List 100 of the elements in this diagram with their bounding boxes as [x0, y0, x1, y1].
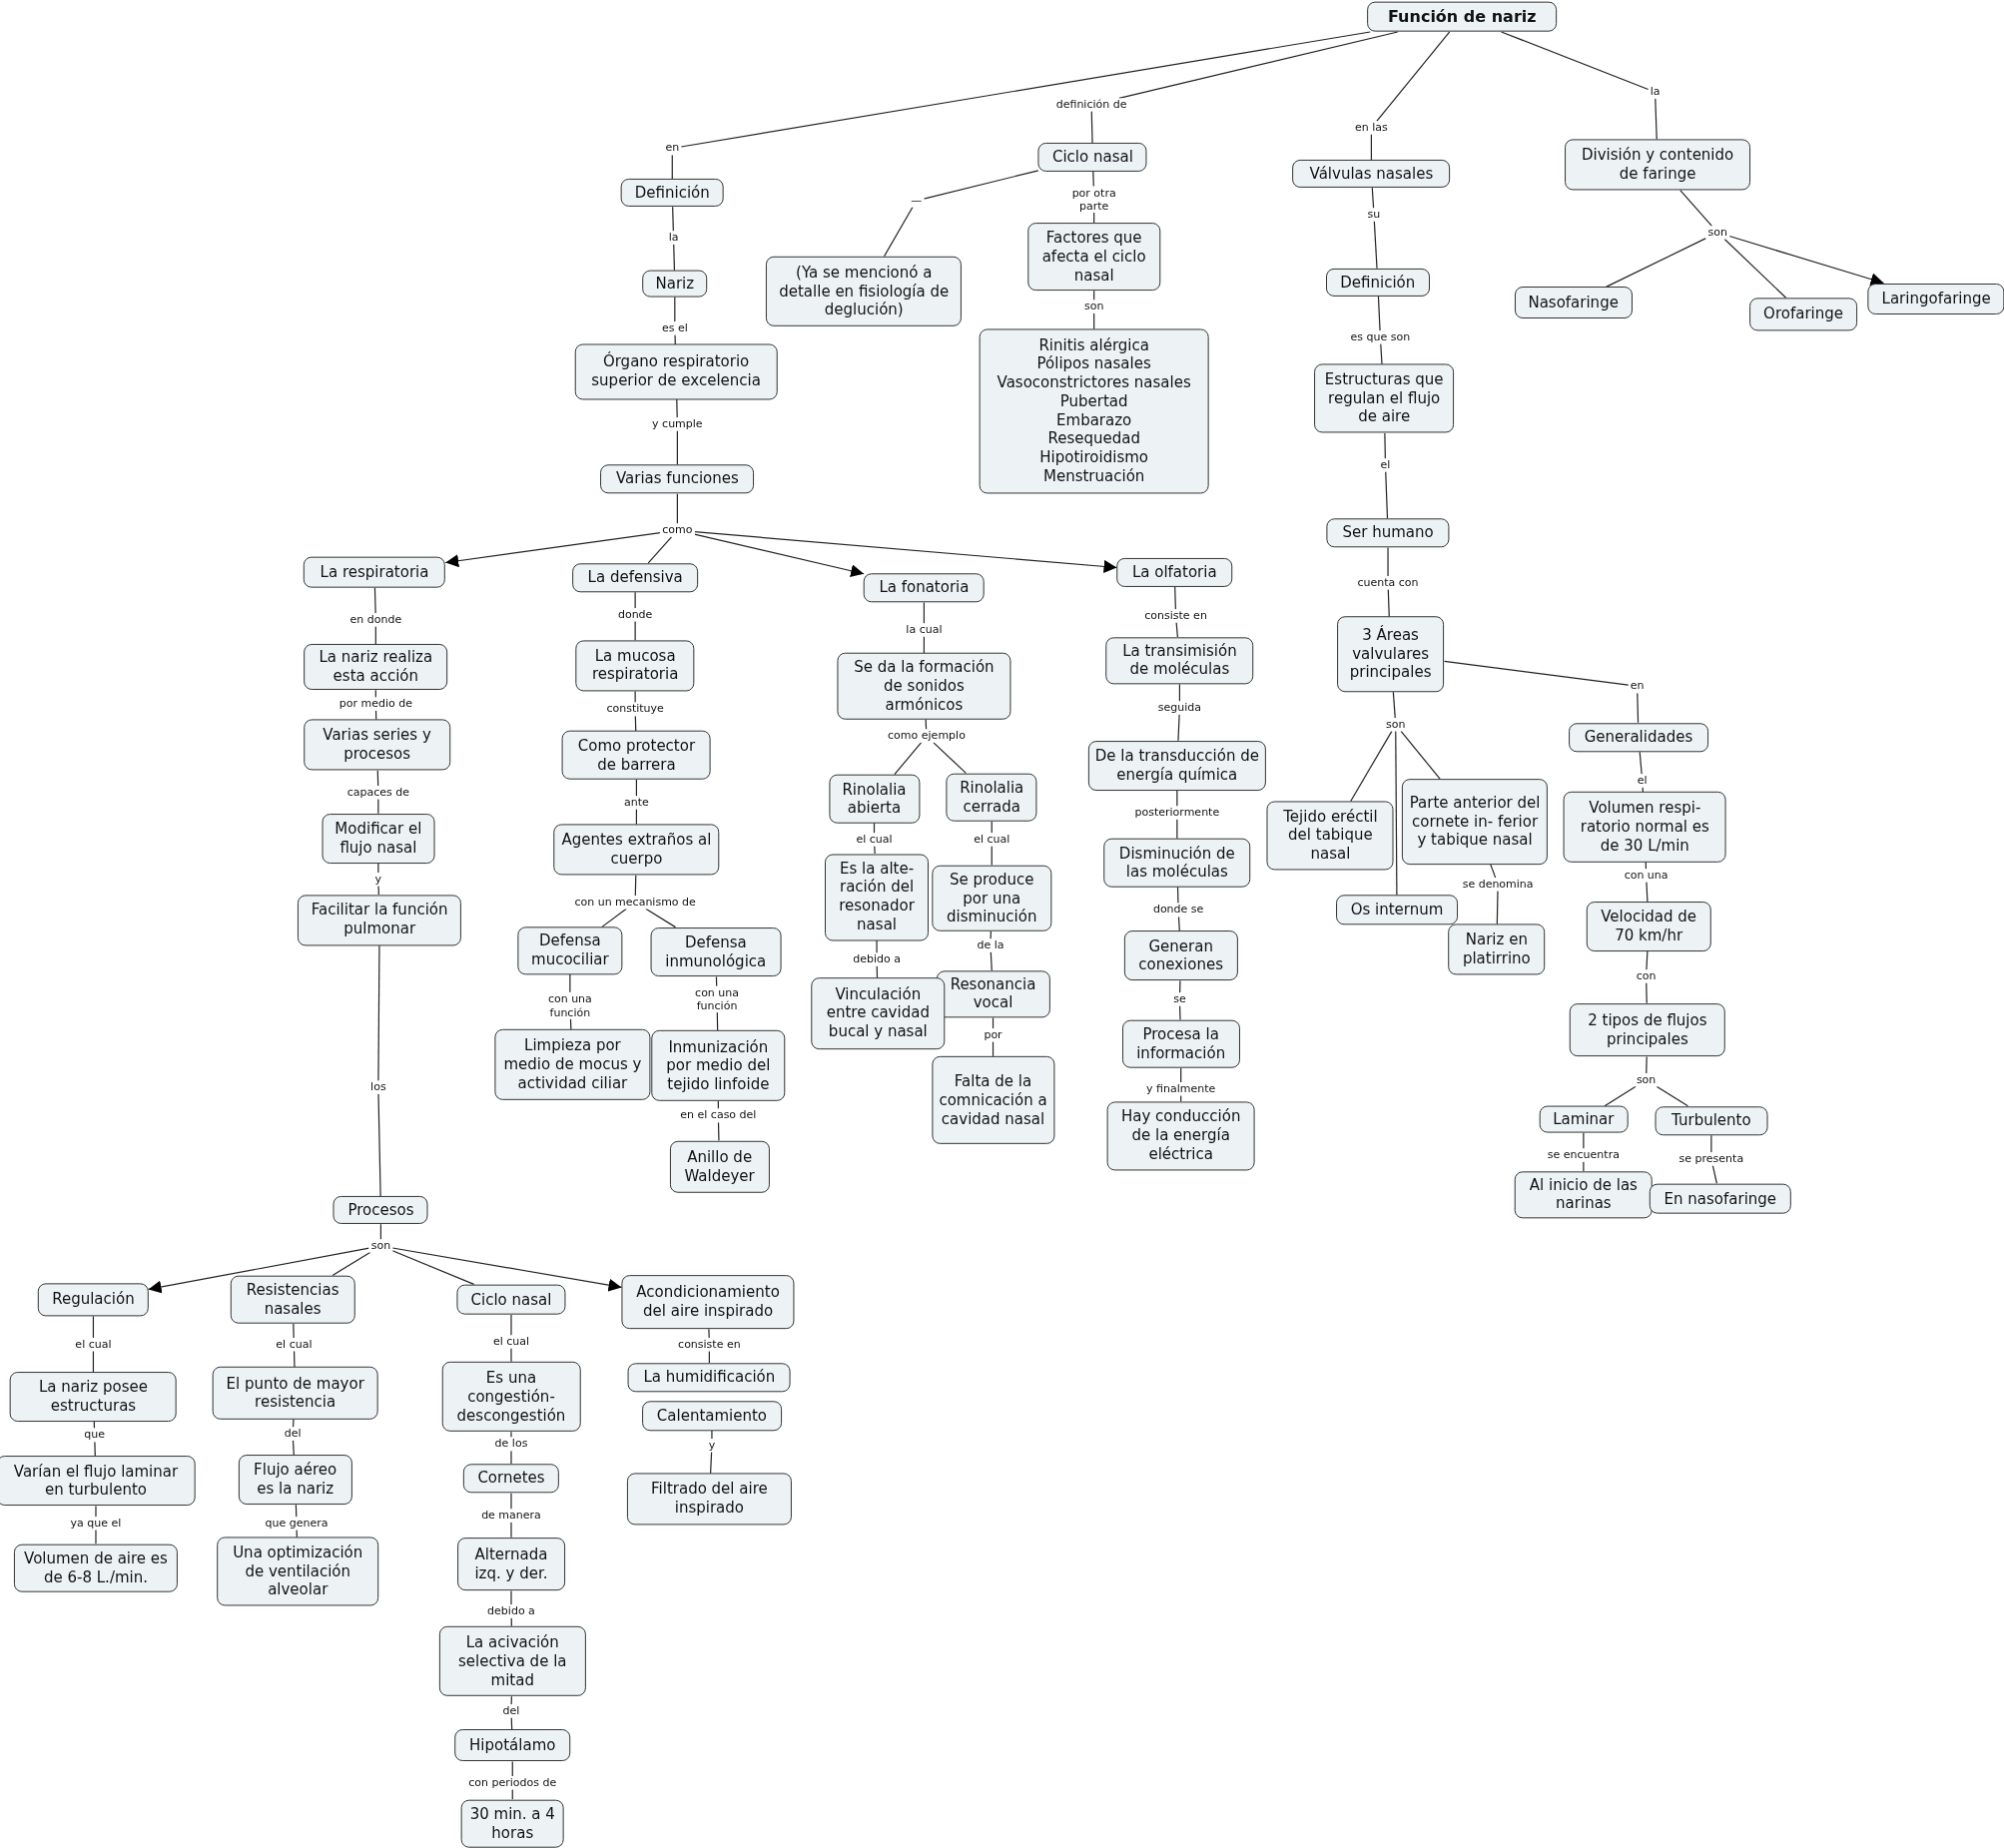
- connector-line: [379, 1223, 382, 1240]
- concept-label: La olfatoria: [1131, 563, 1217, 582]
- linking-phrase: la cual: [904, 623, 945, 637]
- connector-line: [1179, 1004, 1181, 1020]
- connector-line: [711, 1430, 713, 1440]
- concept-box: [1336, 895, 1458, 925]
- connector-line: [1639, 751, 1643, 776]
- linking-phrase: del: [282, 1427, 304, 1441]
- concept-label: Definición: [1340, 273, 1416, 293]
- concept-box: [1367, 1, 1558, 32]
- connector-line: [601, 908, 627, 928]
- linking-phrase: que genera: [263, 1517, 331, 1531]
- connector-line: [510, 1450, 512, 1465]
- connector-line: [1656, 1085, 1688, 1107]
- connector-line: [92, 1350, 95, 1373]
- concept-label: Acondicionamiento del aire inspirado: [635, 1283, 781, 1322]
- connector-line: [923, 170, 1039, 200]
- concept-label: La defensiva: [587, 568, 683, 587]
- connector-line: [1604, 1085, 1637, 1107]
- concept-box: [837, 653, 1010, 720]
- concept-label: De la transducción de energía química: [1093, 746, 1260, 785]
- concept-box: [931, 1055, 1055, 1145]
- concept-label: Varían el flujo laminar en turbulento: [12, 1462, 180, 1501]
- concept-box: [460, 1799, 564, 1848]
- connector-line: [373, 587, 376, 614]
- connector-line: [676, 429, 678, 465]
- connector-line: [1371, 187, 1375, 210]
- concept-box: [1569, 722, 1708, 753]
- linking-phrase: es que son: [1348, 330, 1413, 344]
- concept-label: Hay conducción de la energía eléctrica: [1120, 1107, 1242, 1164]
- concept-label: La fonatoria: [879, 578, 970, 598]
- connector-line: [1395, 730, 1398, 897]
- concept-box: [627, 1473, 792, 1525]
- connector-line: [716, 1011, 719, 1031]
- connector-line: [873, 822, 876, 834]
- concept-box: [1292, 160, 1451, 189]
- connector-line: [391, 1250, 475, 1285]
- concept-label: Se produce por una disminución: [946, 870, 1038, 926]
- concept-box: [322, 813, 435, 864]
- concept-box: [441, 1361, 581, 1433]
- concept-label: Varias series y procesos: [322, 726, 432, 764]
- connector-line: [1175, 621, 1178, 638]
- linking-phrase: su: [1365, 208, 1383, 222]
- linking-phrase: son: [368, 1239, 393, 1253]
- linking-phrase: ya que el: [68, 1517, 124, 1531]
- connector-line: [1583, 1161, 1585, 1172]
- arrow: [693, 531, 1118, 573]
- connector-line: [1180, 1094, 1182, 1102]
- concept-box: [457, 1537, 565, 1591]
- linking-phrase: definición de: [1053, 98, 1129, 112]
- concept-box: [825, 854, 930, 941]
- connector-line: [634, 875, 637, 897]
- connector-line: [376, 770, 379, 787]
- concept-label: Flujo aéreo es la nariz: [253, 1461, 338, 1499]
- concept-box: [1448, 924, 1546, 975]
- concept-box: [946, 773, 1037, 822]
- linking-phrase: el: [1635, 774, 1650, 788]
- linking-phrase: con un mecanismo de: [572, 896, 698, 910]
- linking-phrase: consiste en: [1142, 609, 1209, 623]
- linking-phrase: los: [368, 1080, 388, 1094]
- connector-line: [874, 845, 876, 855]
- concept-label: Laringofaringe: [1881, 290, 1991, 308]
- connector-line: [674, 296, 676, 322]
- connector-line: [1177, 714, 1180, 742]
- linking-phrase: como ejemplo: [886, 729, 968, 743]
- concept-box: [494, 1029, 650, 1100]
- connector-line: [1179, 979, 1181, 993]
- concept-label: Generalidades: [1584, 728, 1693, 747]
- concept-label: Calentamiento: [656, 1406, 768, 1426]
- connector-line: [1376, 31, 1451, 122]
- connector-line: [1180, 1067, 1182, 1083]
- concept-label: Filtrado del aire inspirado: [650, 1480, 769, 1519]
- concept-box: [1266, 801, 1394, 871]
- connector-line: [990, 951, 993, 971]
- connector-line: [710, 1451, 713, 1475]
- concept-box: [1649, 1183, 1792, 1214]
- concept-label: Rinolalia abierta: [841, 780, 908, 818]
- concept-box: [462, 1464, 560, 1494]
- concept-box: [811, 977, 946, 1049]
- connector-line: [1090, 110, 1093, 144]
- connector-line: [634, 620, 636, 641]
- connector-line: [1605, 238, 1707, 288]
- concept-label: Tejido eréctil del tabique nasal: [1282, 807, 1379, 865]
- connector-line: [992, 1016, 995, 1029]
- concept-box: [553, 824, 720, 876]
- concept-label: Al inicio de las narinas: [1528, 1176, 1639, 1214]
- concept-box: [0, 1456, 196, 1507]
- connector-line: [1637, 692, 1640, 724]
- connector-line: [510, 1522, 512, 1539]
- connector-line: [676, 493, 678, 525]
- concept-label: Inmunización por medio del tejido linfoide: [665, 1037, 772, 1094]
- connector-line: [1400, 730, 1441, 780]
- concept-box: [1867, 283, 2004, 315]
- connector-line: [510, 1493, 512, 1511]
- connector-line: [569, 973, 571, 993]
- concept-box: [642, 1401, 782, 1431]
- concept-box: [1401, 779, 1549, 865]
- concept-box: [1026, 223, 1161, 292]
- connector-line: [680, 31, 1371, 148]
- linking-phrase: de manera: [479, 1509, 543, 1523]
